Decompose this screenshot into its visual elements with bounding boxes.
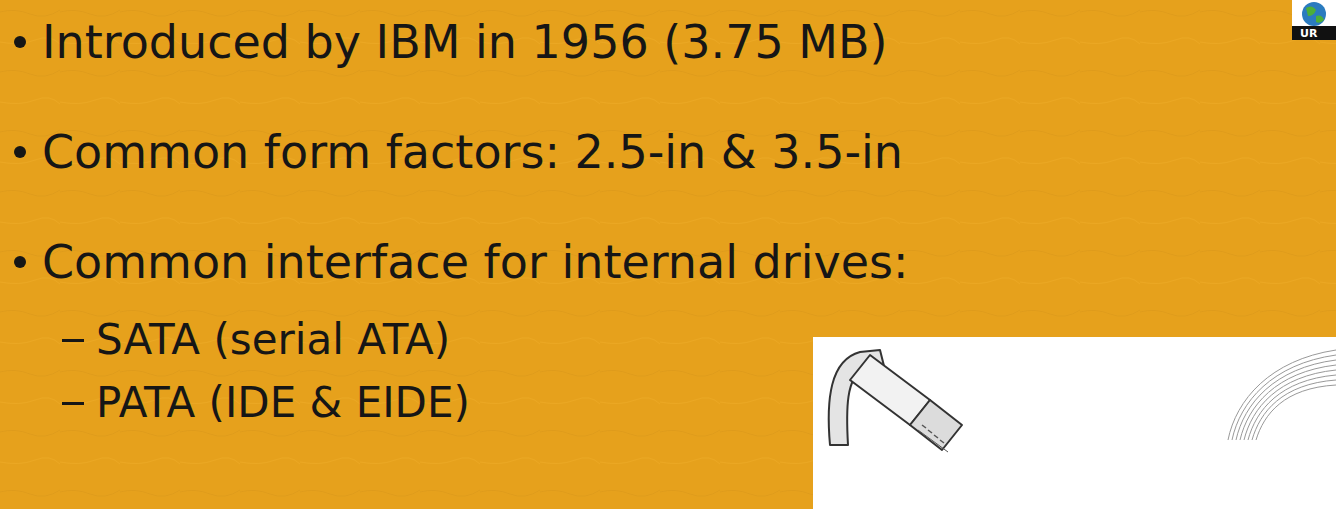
dash-marker [62, 402, 84, 405]
bullet-marker [14, 36, 26, 48]
pata-ribbon-cable [1228, 350, 1336, 440]
bullet-marker [14, 256, 26, 268]
sub-bullet-text: SATA (serial ATA) [96, 317, 450, 363]
dash-marker [62, 339, 84, 342]
sata-connector [829, 350, 962, 452]
bullet-text: Introduced by IBM in 1956 (3.75 MB) [42, 17, 887, 68]
bullet-text: Common form factors: 2.5-in & 3.5-in [42, 127, 903, 178]
globe-icon [1292, 0, 1336, 40]
icon-badge-text: UR [1300, 28, 1317, 39]
bullet-marker [14, 146, 26, 158]
bullet-text: Common interface for internal drives: [42, 237, 908, 288]
sub-bullet-text: PATA (IDE & EIDE) [96, 380, 470, 426]
image-panel [813, 337, 1336, 509]
